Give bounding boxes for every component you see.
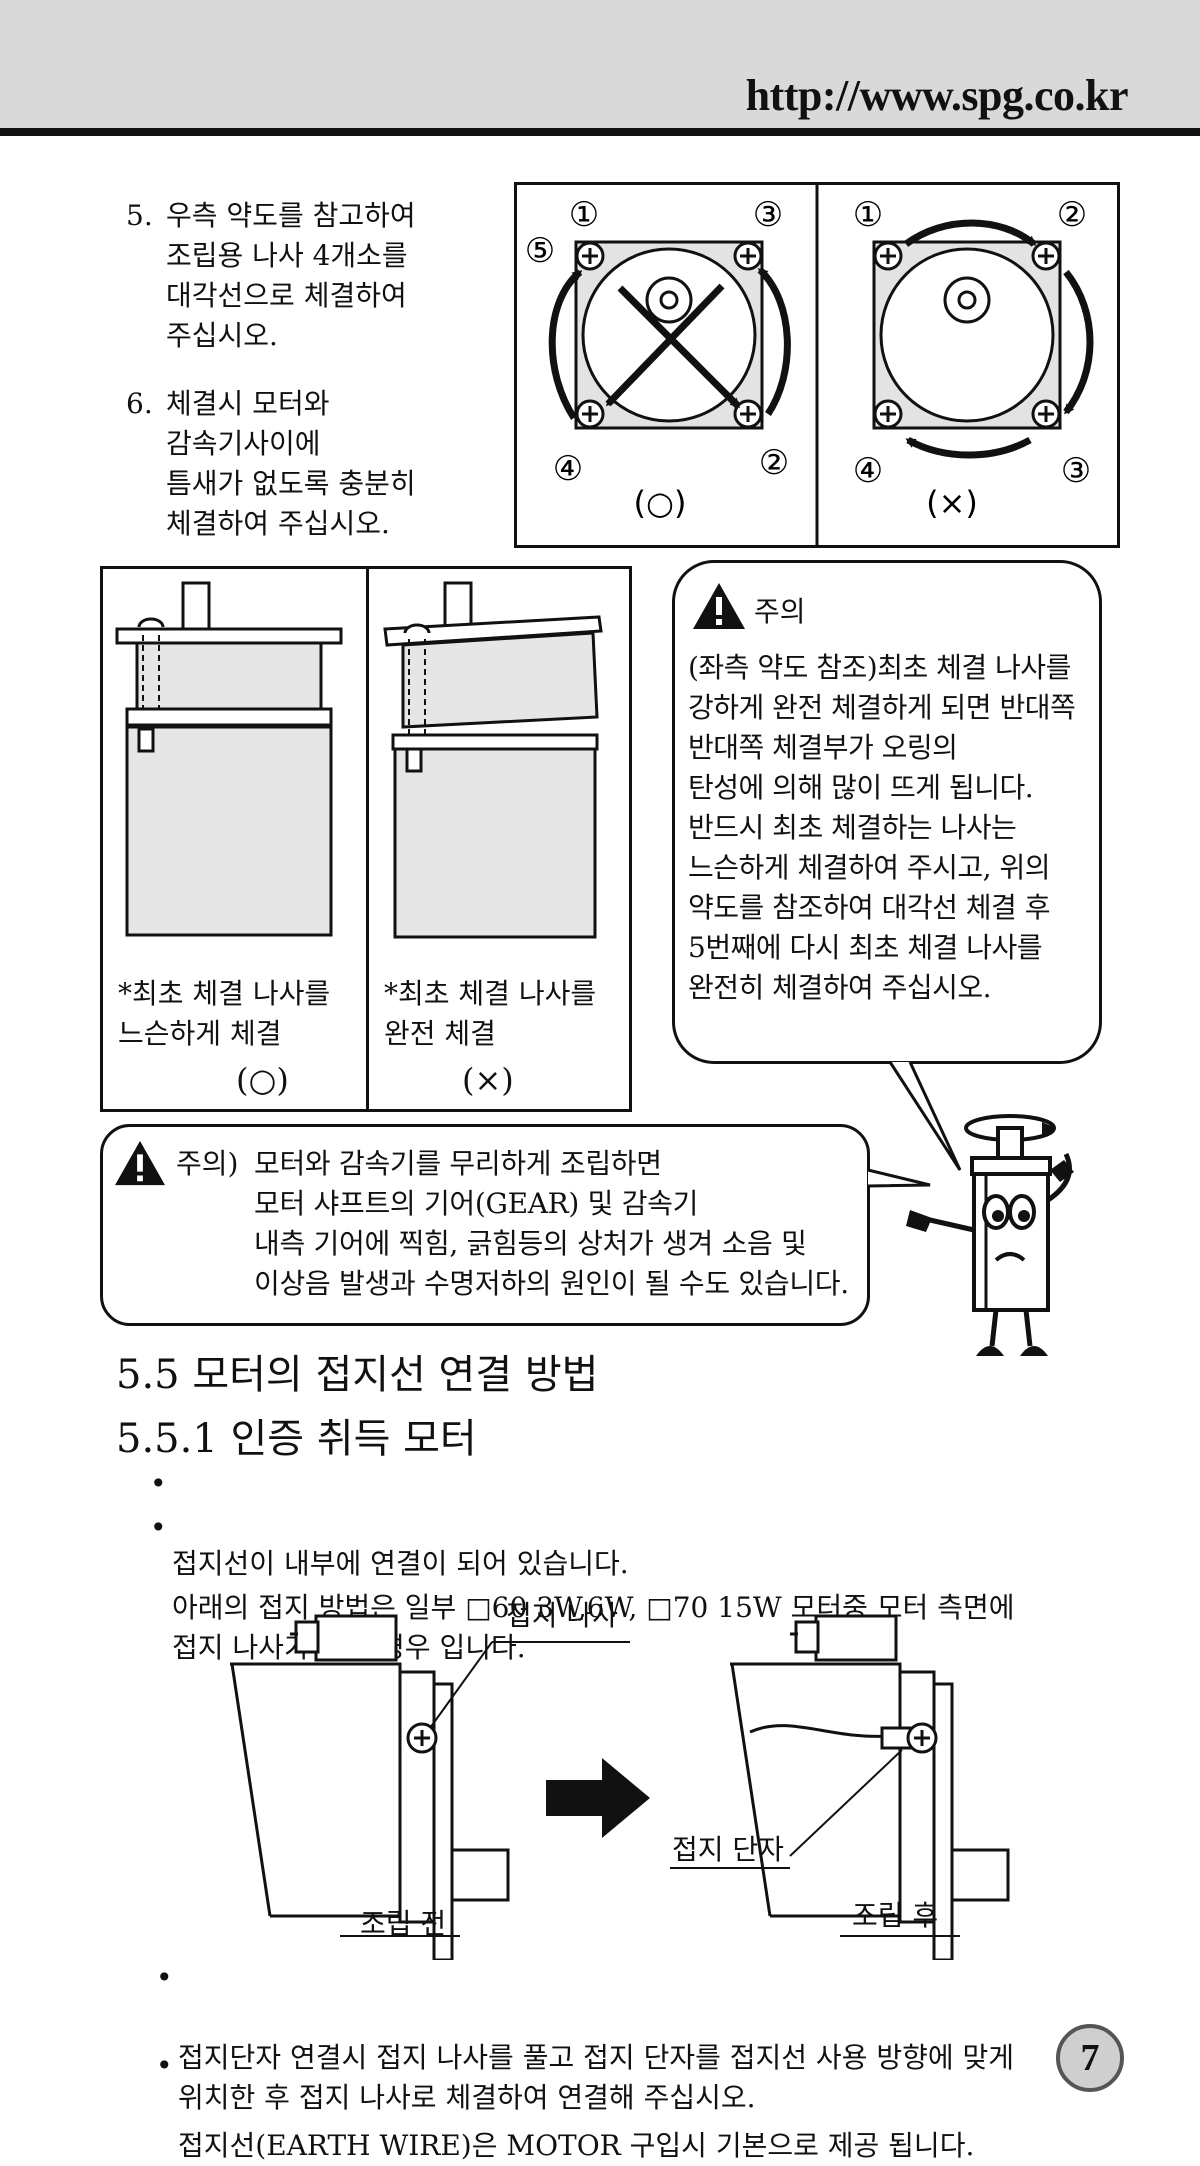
bullet-dot: • <box>156 2049 173 2082</box>
bolt-diagram-wrong-mark: (×) <box>926 484 978 522</box>
caution-box-text: 모터와 감속기를 무리하게 조립하면 모터 샤프트의 기어(GEAR) 및 감속… <box>254 1147 849 1300</box>
step-5-text: 우측 약도를 참고하여 조립용 나사 4개소를 대각선으로 체결하여 주십시오. <box>166 199 416 352</box>
motor-tight-mark: (×) <box>462 1061 514 1099</box>
step-5: 5. 우측 약도를 참고하여 조립용 나사 4개소를 대각선으로 체결하여 주십… <box>126 196 416 356</box>
grounding-before-drawing <box>230 1614 630 1960</box>
step-6-number: 6. <box>126 387 153 420</box>
bolt-label-5: ⑤ <box>525 231 555 271</box>
motor-tight-drawing <box>383 581 603 939</box>
bolt-label-3: ③ <box>1061 451 1091 491</box>
warning-icon <box>693 583 745 629</box>
warning-icon <box>115 1140 165 1186</box>
caution-box <box>100 1124 870 1326</box>
right-arrow-icon <box>546 1758 650 1838</box>
step-5-number: 5. <box>126 199 153 232</box>
motor-loose-drawing <box>115 581 343 937</box>
step-6-text: 체결시 모터와 감속기사이에 틈새가 없도록 충분히 체결하여 주십시오. <box>166 387 416 540</box>
motor-loose-mark: (○) <box>236 1061 289 1099</box>
caution-bubble-text: (좌측 약도 참조)최초 체결 나사를 강하게 완전 체결하게 되면 반대쪽 반… <box>688 651 1076 1004</box>
ground-terminal-label: 접지 단자 <box>672 1833 784 1866</box>
ground-screw-label: 접지 나사 <box>506 1599 618 1632</box>
footer-bullet-2: • 접지선(EARTH WIRE)은 MOTOR 구입시 기본으로 제공 됩니다… <box>156 2046 1038 2166</box>
grounding-after-drawing <box>730 1614 1010 1960</box>
after-assembly-label: 조립 후 <box>852 1899 939 1932</box>
section-bullet-1-text: 접지선이 내부에 연결이 되어 있습니다. <box>172 1547 629 1580</box>
section-title: 5.5 모터의 접지선 연결 방법 <box>116 1352 599 1398</box>
bolt-label-1: ① <box>569 195 599 235</box>
motor-assembly-diagram <box>100 566 632 1112</box>
motor-loose-caption: *최초 체결 나사를 느슨하게 체결 <box>118 977 331 1050</box>
bolt-label-4: ④ <box>853 451 883 491</box>
motor-tight-caption: *최초 체결 나사를 완전 체결 <box>384 977 597 1050</box>
header-url: http://www.spg.co.kr <box>745 71 1129 120</box>
bullet-dot: • <box>150 1511 167 1544</box>
motor-assembly-drawings <box>115 581 603 939</box>
bolt-label-3: ③ <box>753 195 783 235</box>
bolt-order-diagram: ① ③ ⑤ ④ ② (○) ① ② ④ ③ (×) <box>514 182 1120 548</box>
caution-bubble <box>672 560 1102 1064</box>
footer-bullet-1: • 접지단자 연결시 접지 나사를 풀고 접지 단자를 접지선 사용 방향에 맞… <box>156 1958 1058 2118</box>
bolt-diagram-wrong: ① ② ④ ③ (×) <box>853 195 1094 522</box>
before-assembly-label: 조립 전 <box>360 1907 447 1940</box>
grounding-diagram <box>230 1614 1010 1960</box>
bolt-diagram-correct: ① ③ ⑤ ④ ② (○) <box>525 195 791 522</box>
mascot-illustration <box>867 1061 1074 1356</box>
section-bullet-1: • 접지선이 내부에 연결이 되어 있습니다. <box>150 1464 629 1584</box>
bolt-label-2: ② <box>759 443 789 483</box>
bolt-diagram-correct-mark: (○) <box>634 484 687 522</box>
step-6: 6. 체결시 모터와 감속기사이에 틈새가 없도록 충분히 체결하여 주십시오. <box>126 384 416 544</box>
bullet-dot: • <box>156 1961 173 1994</box>
bullet-dot: • <box>150 1467 167 1500</box>
page-header <box>0 0 1200 136</box>
page-number: 7 <box>1056 2024 1124 2092</box>
caution-box-title: 주의) <box>176 1147 239 1180</box>
bolt-label-1: ① <box>853 195 883 235</box>
bolt-label-4: ④ <box>553 449 583 489</box>
footer-bullet-1-text: 접지단자 연결시 접지 나사를 풀고 접지 단자를 접지선 사용 방향에 맞게 … <box>178 2041 1015 2114</box>
bolt-label-2: ② <box>1057 195 1087 235</box>
section-subtitle: 5.5.1 인증 취득 모터 <box>116 1416 477 1462</box>
caution-bubble-title: 주의 <box>754 595 806 628</box>
